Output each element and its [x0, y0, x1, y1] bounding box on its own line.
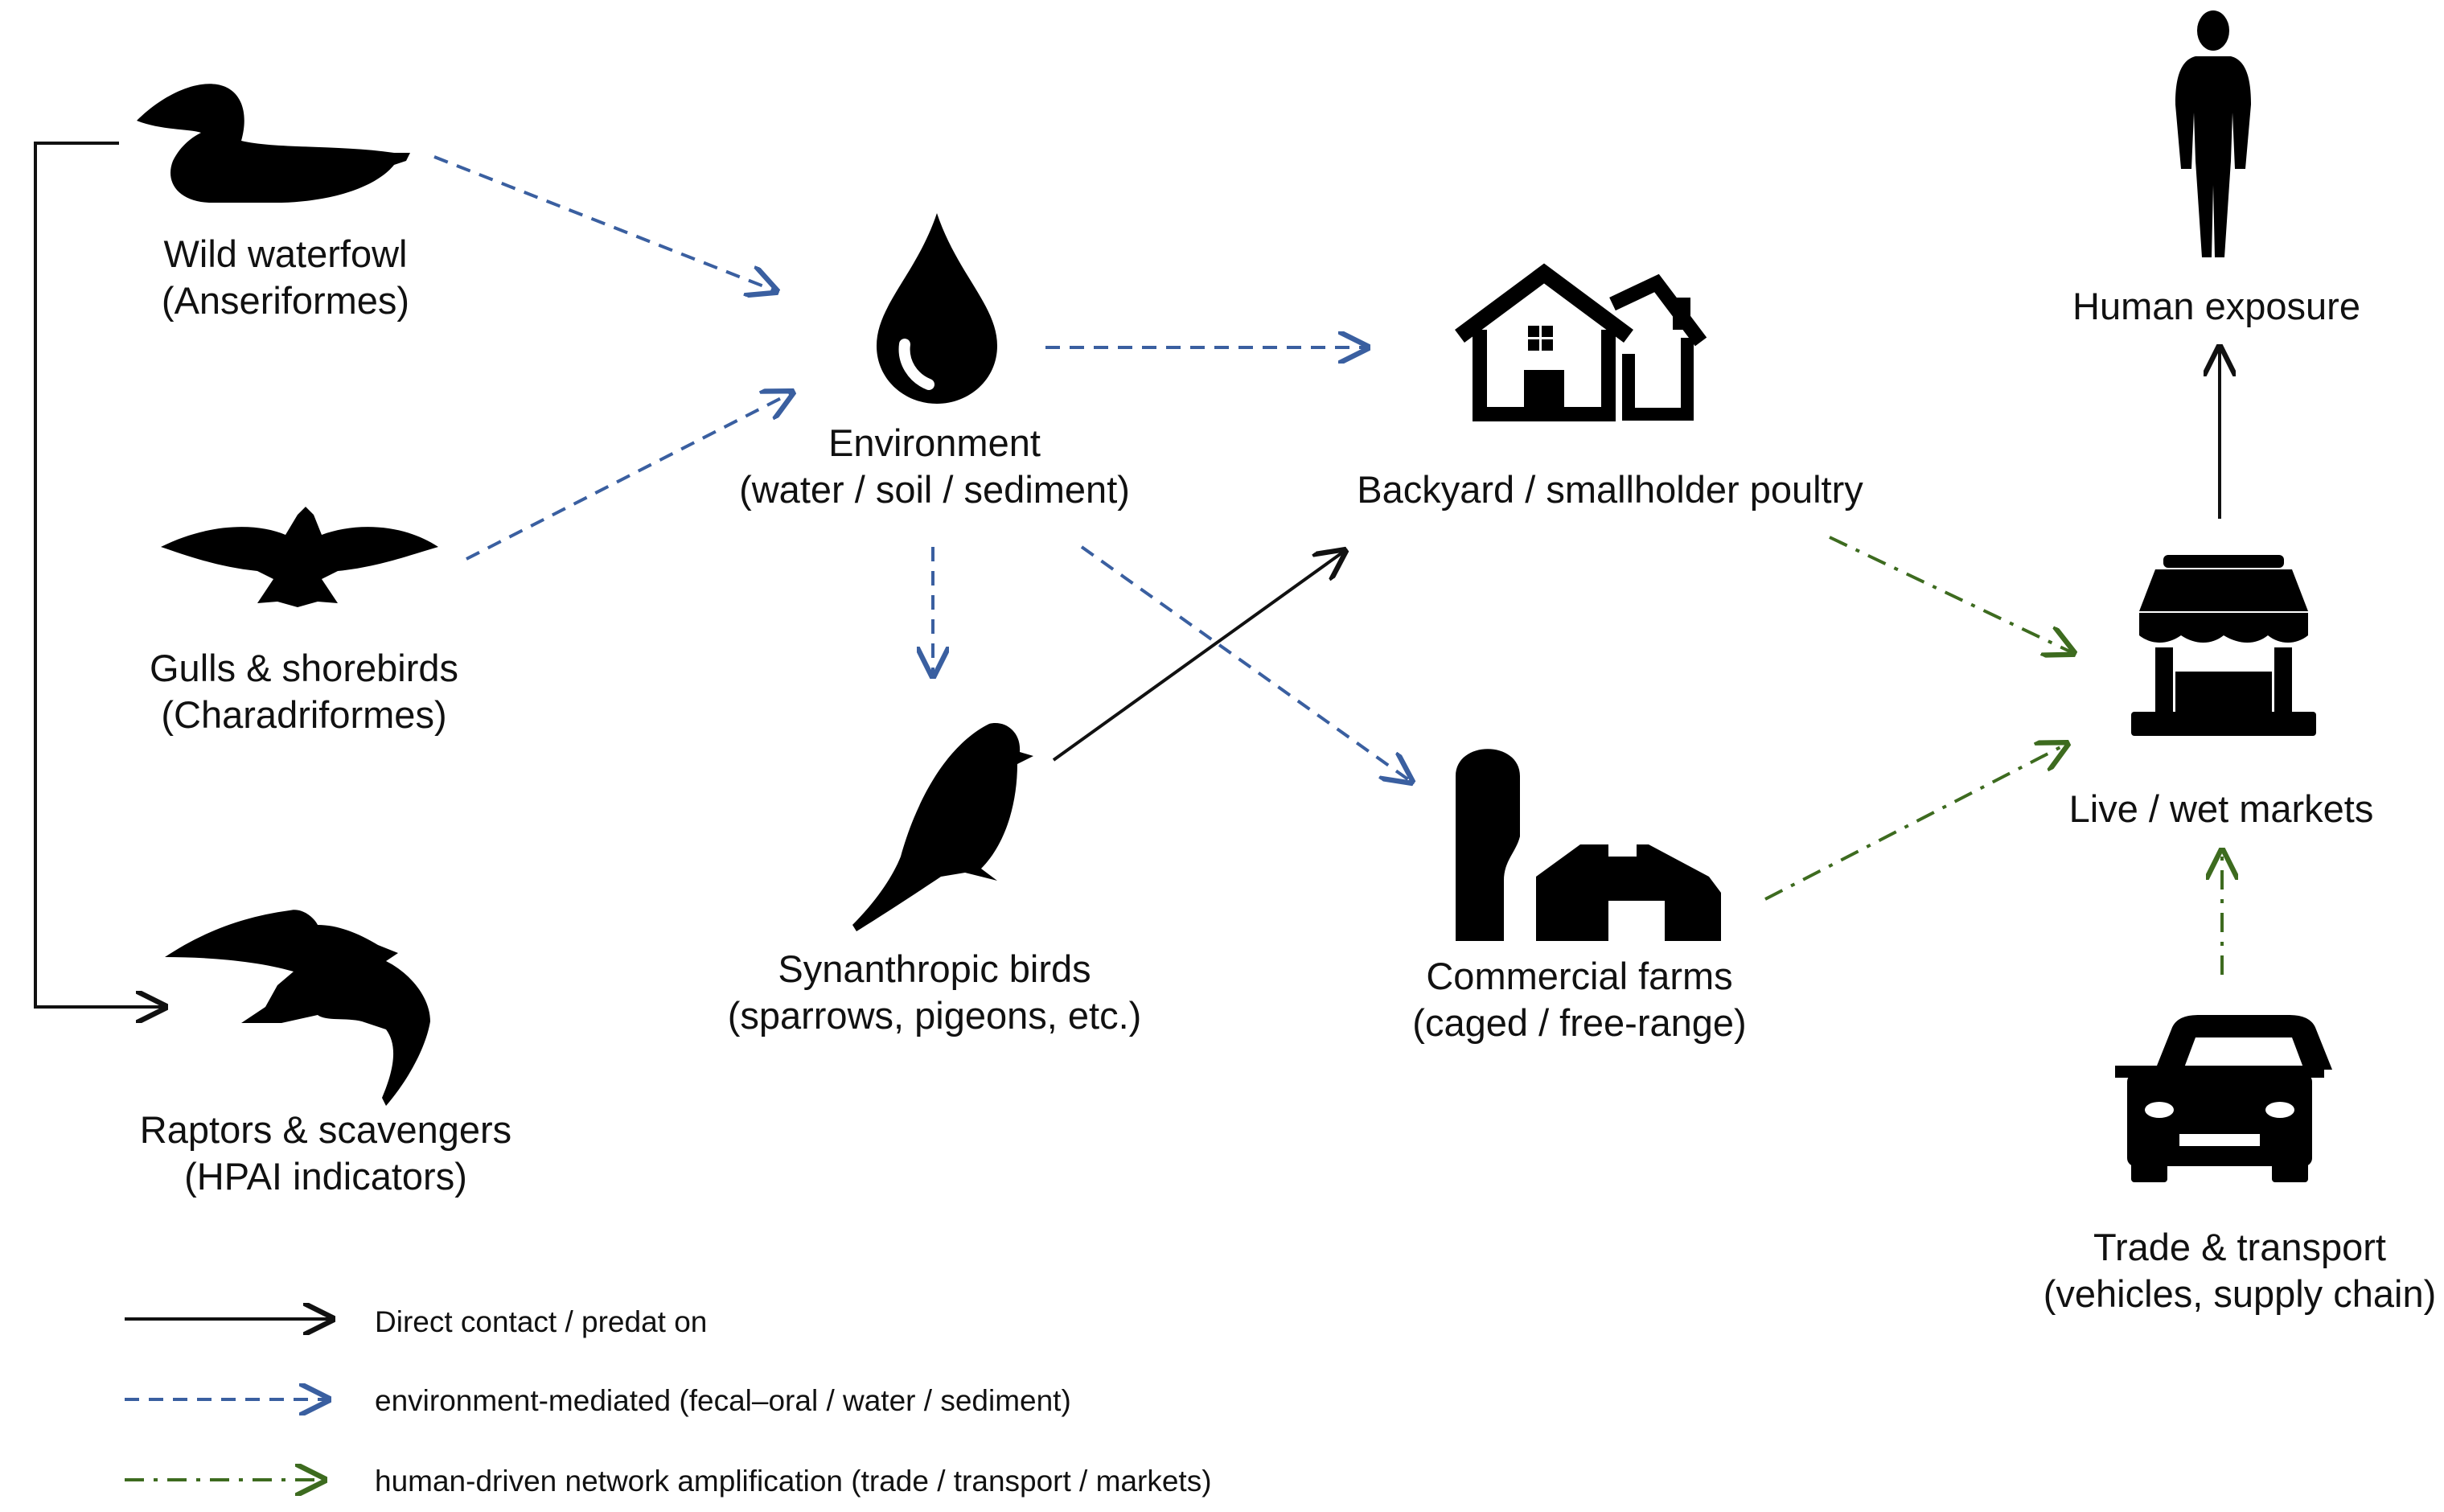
human-silhouette-icon — [2175, 10, 2251, 257]
label-human-exposure: Human exposure — [2072, 285, 2360, 327]
arrow-gulls-to-environment — [466, 392, 792, 561]
label-live-wet-markets: Live / wet markets — [2068, 787, 2374, 830]
legend-label-environment-mediated: environment-mediated (fecal–oral / water… — [375, 1384, 1071, 1417]
arrow-synanthropic-to-backyard — [1052, 551, 1345, 762]
farm-barn-silo-icon — [1456, 749, 1721, 941]
label-trade-transport: Trade & transport (vehicles, supply chai… — [2043, 1226, 2437, 1315]
duck-icon — [137, 84, 410, 203]
label-backyard-poultry: Backyard / smallholder poultry — [1357, 468, 1863, 511]
label-synanthropic-birds: Synanthropic birds (sparrows, pigeons, e… — [727, 947, 1142, 1037]
raptor-icon — [165, 910, 430, 1106]
sparrow-icon — [852, 723, 1033, 931]
label-commercial-farms: Commercial farms (caged / free-range) — [1412, 955, 1747, 1044]
arrow-waterfowl-to-environment — [433, 155, 776, 291]
car-icon — [2115, 1015, 2332, 1182]
legend-label-direct-contact: Direct contact / predat on — [375, 1305, 708, 1338]
arrow-environment-to-commercial — [1080, 545, 1411, 782]
arrow-commercial-to-markets — [1764, 744, 2067, 901]
gull-icon — [161, 507, 438, 607]
arrow-backyard-to-markets — [1829, 536, 2073, 653]
label-raptors-scavengers: Raptors & scavengers (HPAI indicators) — [139, 1108, 512, 1198]
label-wild-waterfowl: Wild waterfowl (Anseriformes) — [161, 232, 410, 322]
houses-icon — [1455, 263, 1707, 421]
market-stall-icon — [2131, 555, 2316, 736]
water-drop-icon — [877, 213, 997, 404]
legend-label-human-driven: human-driven network amplification (trad… — [375, 1465, 1212, 1498]
label-environment: Environment (water / soil / sediment) — [739, 421, 1130, 511]
arrow-waterfowl-to-raptors — [34, 142, 165, 1007]
label-gulls-shorebirds: Gulls & shorebirds (Charadriformes) — [150, 647, 458, 736]
